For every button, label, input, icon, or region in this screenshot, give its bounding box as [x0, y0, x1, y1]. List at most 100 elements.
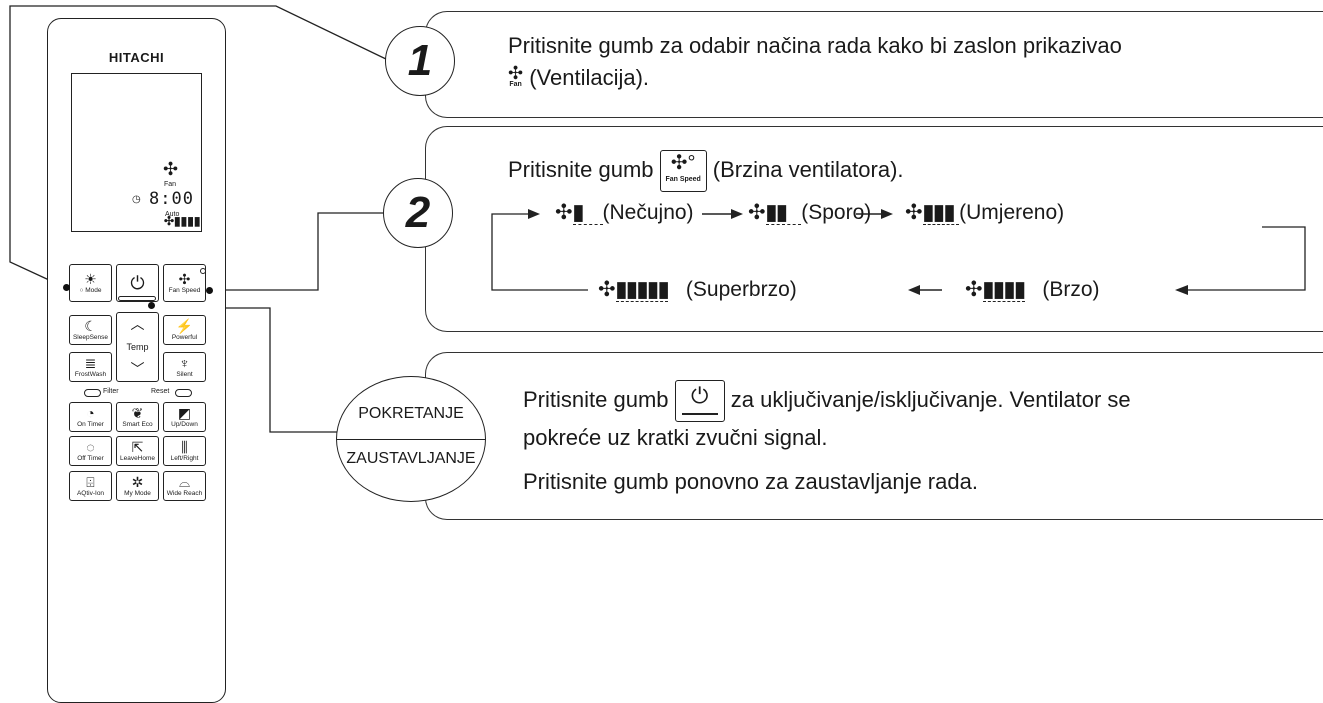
fan-speed-label: Fan Speed [168, 286, 201, 294]
lcd-fan-icon: ✣ [163, 159, 179, 179]
frostwash-icon: ≣ [84, 354, 97, 371]
fan-small-label: Fan [509, 81, 522, 89]
filter-button[interactable] [84, 389, 101, 397]
step3-after: za uključivanje/isključivanje. Ventilato… [730, 386, 1131, 412]
aqtiv-ion-button[interactable]: ⌹ AQtiv-Ion [69, 471, 112, 501]
left-right-button[interactable]: ⫼ Left/Right [163, 436, 206, 466]
wide-reach-icon: ⌓ [178, 473, 191, 490]
speed-slow: ✣▮▮ (Sporo) [748, 201, 872, 225]
moon-icon: ☾ [84, 317, 97, 334]
fan-speed-key-icon: ✣° Fan Speed [659, 150, 707, 192]
step3-line1: Pritisnite gumb ⏻ za uključivanje/isklju… [523, 380, 1131, 422]
power-icon: ⏻ [130, 272, 145, 293]
oval-start-label: POKRETANJE [358, 405, 464, 422]
lcd-fan-label: Fan [164, 181, 177, 188]
step2-line: Pritisnite gumb ✣° Fan Speed (Brzina ven… [508, 150, 904, 192]
off-timer-label: Off Timer [77, 454, 104, 462]
fan-icon: ✣ [598, 278, 616, 301]
fan-icon: ✣ [508, 63, 524, 84]
wide-reach-button[interactable]: ⌓ Wide Reach [163, 471, 206, 501]
speed-fast-label: (Brzo) [1042, 278, 1100, 301]
speed-slow-label: (Sporo) [801, 201, 872, 224]
smart-eco-button[interactable]: ❦ Smart Eco [116, 402, 159, 432]
on-timer-label: On Timer [77, 420, 104, 428]
powerful-icon: ⚡ [175, 317, 194, 334]
power-pointer-dot [148, 302, 155, 309]
sleepsense-button[interactable]: ☾ SleepSense [69, 315, 112, 345]
powerful-label: Powerful [171, 333, 198, 341]
mode-button[interactable]: ☀ ○ Mode [69, 264, 112, 302]
speed-silent: ✣▮ (Nečujno) [555, 201, 694, 225]
silent-button[interactable]: ♆ Silent [163, 352, 206, 382]
start-stop-oval: POKRETANJE ZAUSTAVLJANJE [336, 376, 486, 502]
filter-label: Filter [103, 388, 119, 395]
sleepsense-label: SleepSense [72, 333, 109, 341]
temp-label: Temp [126, 342, 149, 352]
leavehome-label: LeaveHome [119, 454, 156, 462]
lcd-fan-speed-bars: ✣▮▮▮▮ [164, 214, 201, 228]
on-timer-button[interactable]: ◔ On Timer [69, 402, 112, 432]
step1-number: 1 [385, 26, 455, 96]
silent-icon: ♆ [179, 354, 190, 371]
oval-divider [337, 439, 485, 440]
leavehome-icon: ⇱ [131, 438, 144, 455]
fan-icon: ✣ [748, 201, 766, 224]
my-mode-button[interactable]: ✲ My Mode [116, 471, 159, 501]
my-mode-icon: ✲ [131, 473, 144, 490]
temp-down-icon: ﹀ [130, 361, 145, 377]
step2-number: 2 [383, 178, 453, 248]
brand-logo: HITACHI [108, 50, 165, 65]
fan-icon: ✣ [555, 201, 573, 224]
step3-before: Pritisnite gumb [523, 386, 669, 412]
silent-label: Silent [176, 370, 193, 378]
eco-leaf-icon: ❦ [131, 404, 144, 421]
oval-stop-label: ZAUSTAVLJANJE [346, 450, 476, 467]
clock-icon: ◷ [132, 194, 141, 205]
speed-silent-label: (Nečujno) [602, 201, 694, 224]
temp-button[interactable]: ︿ Temp ﹀ [116, 312, 159, 382]
power-button[interactable]: ⏻ [116, 264, 159, 302]
aqtiv-ion-label: AQtiv-Ion [76, 489, 105, 497]
up-down-button[interactable]: ◩ Up/Down [163, 402, 206, 432]
off-timer-button[interactable]: ◌ Off Timer [69, 436, 112, 466]
step3-line2: pokreće uz kratki zvučni signal. [523, 425, 828, 450]
speed-superfast: ✣▮▮▮▮▮ (Superbrzo) [598, 278, 797, 302]
power-key-icon: ⏻ [674, 380, 725, 422]
reset-button[interactable] [175, 389, 192, 397]
speed-fast: ✣▮▮▮▮ (Brzo) [965, 278, 1100, 302]
fan-icon: ✣ [905, 201, 923, 224]
timer-icon: ◔ [86, 404, 95, 421]
wide-reach-label: Wide Reach [166, 489, 203, 497]
swing-horizontal-icon: ⫼ [181, 438, 188, 455]
lcd-display [71, 73, 202, 232]
smart-eco-label: Smart Eco [122, 420, 153, 428]
lcd-time: 8:00 [149, 189, 194, 209]
frostwash-button[interactable]: ≣ FrostWash [69, 352, 112, 382]
power-indicator [118, 296, 156, 301]
fan-icon: ✣ [965, 278, 983, 301]
fan-speed-button[interactable]: ✣ Fan Speed [163, 264, 206, 302]
my-mode-label: My Mode [124, 489, 151, 497]
frostwash-label: FrostWash [74, 370, 107, 378]
step1-line1: Pritisnite gumb za odabir načina rada ka… [508, 33, 1122, 58]
speed-medium-label: (Umjereno) [959, 201, 1065, 224]
up-down-label: Up/Down [171, 420, 198, 428]
reset-label: Reset [151, 388, 170, 395]
temp-up-icon: ︿ [130, 316, 145, 332]
fan-speed-key-label: Fan Speed [665, 176, 701, 183]
step1-ventilacija: (Ventilacija). [529, 65, 650, 90]
fan-speed-pointer-dot [206, 287, 213, 294]
leavehome-button[interactable]: ⇱ LeaveHome [116, 436, 159, 466]
off-timer-icon: ◌ [86, 438, 95, 455]
step1-line2: ✣ Fan (Ventilacija). [508, 64, 649, 92]
step2-after: (Brzina ventilatora). [712, 156, 904, 182]
mode-pointer-dot [63, 284, 70, 291]
fan-speed-ring [200, 268, 206, 274]
step3-line3: Pritisnite gumb ponovno za zaustavljanje… [523, 469, 978, 494]
lcd-auto-label: Auto [165, 211, 180, 218]
fan-icon: ✣ [178, 270, 191, 287]
powerful-button[interactable]: ⚡ Powerful [163, 315, 206, 345]
mode-label: Mode [85, 286, 102, 294]
speed-medium: ✣▮▮▮ (Umjereno) [905, 201, 1065, 225]
speed-superfast-label: (Superbrzo) [685, 278, 797, 301]
